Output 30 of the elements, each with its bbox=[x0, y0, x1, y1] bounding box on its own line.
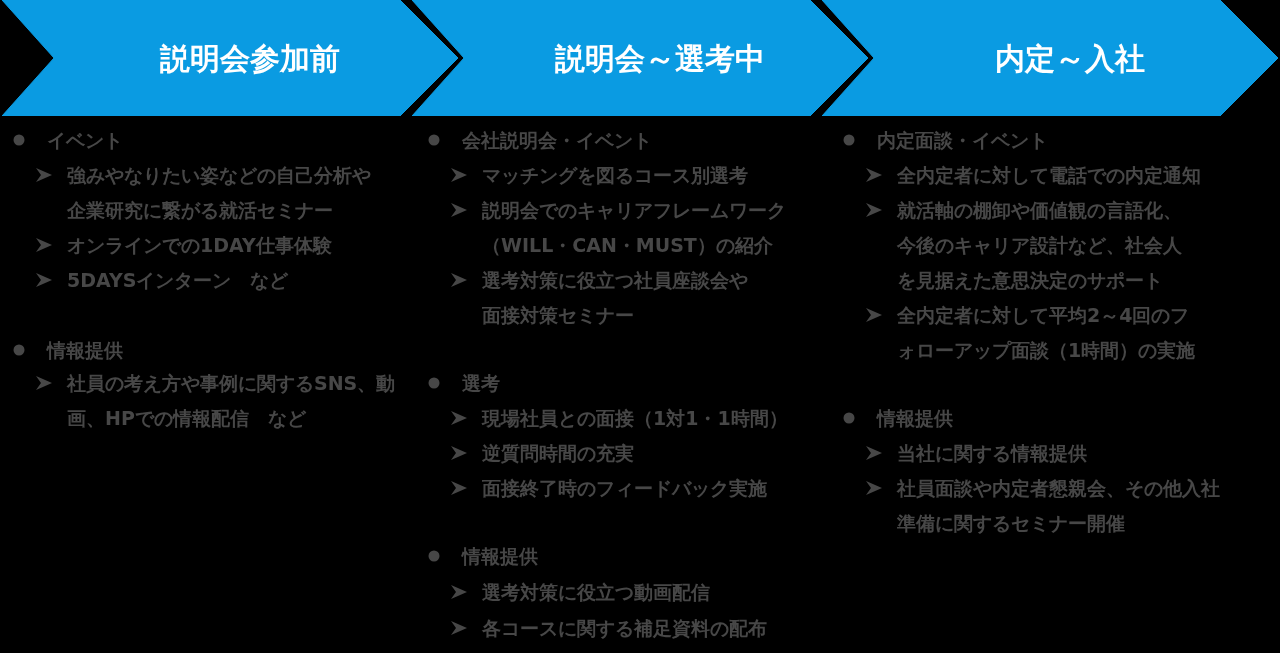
list-item: 面接終了時のフィードバック実施 bbox=[482, 475, 767, 501]
list-item: 説明会でのキャリアフレームワーク（WILL・CAN・MUST）の紹介 bbox=[482, 197, 787, 258]
section-heading: 情報提供 bbox=[47, 337, 123, 363]
list-item: 就活軸の棚卸や価値観の言語化、今後のキャリア設計など、社会人を見据えた意思決定のサポート bbox=[897, 197, 1183, 293]
list-item: 社員面談や内定者懇親会、その他入社準備に関するセミナー開催 bbox=[897, 475, 1221, 536]
chevron-step bbox=[822, 0, 1278, 116]
list-item: 各コースに関する補足資料の配布 bbox=[482, 615, 767, 641]
section-heading: 情報提供 bbox=[462, 543, 538, 569]
list-item: 現場社員との面接（1対1・1時間） bbox=[482, 405, 788, 431]
list-item: マッチングを図るコース別選考 bbox=[482, 162, 748, 188]
section-heading: 内定面談・イベント bbox=[877, 127, 1048, 153]
step-title: 説明会参加前 bbox=[160, 39, 340, 78]
section-heading: 会社説明会・イベント bbox=[462, 127, 652, 153]
section-heading: イベント bbox=[47, 127, 123, 153]
list-item: 選考対策に役立つ動画配信 bbox=[482, 579, 710, 605]
list-item: 強みやなりたい姿などの自己分析や企業研究に繋がる就活セミナー bbox=[67, 162, 372, 223]
list-item: 選考対策に役立つ社員座談会や面接対策セミナー bbox=[482, 267, 749, 328]
chevron-step bbox=[412, 0, 868, 116]
list-item: 全内定者に対して平均2～4回のフォローアップ面談（1時間）の実施 bbox=[897, 302, 1197, 363]
step-title: 説明会～選考中 bbox=[555, 39, 765, 78]
list-item: オンラインでの1DAY仕事体験 bbox=[67, 232, 332, 258]
section-heading: 選考 bbox=[462, 370, 500, 396]
list-item: 社員の考え方や事例に関するSNS、動画、HPでの情報配信 など bbox=[67, 370, 397, 431]
list-item: 5DAYSインターン など bbox=[67, 267, 289, 293]
list-item: 逆質問時間の充実 bbox=[482, 440, 634, 466]
section-heading: 情報提供 bbox=[877, 405, 953, 431]
step-title: 内定～入社 bbox=[995, 39, 1145, 78]
list-item: 当社に関する情報提供 bbox=[897, 440, 1087, 466]
chevron-step bbox=[2, 0, 458, 116]
list-item: 全内定者に対して電話での内定通知 bbox=[897, 162, 1201, 188]
